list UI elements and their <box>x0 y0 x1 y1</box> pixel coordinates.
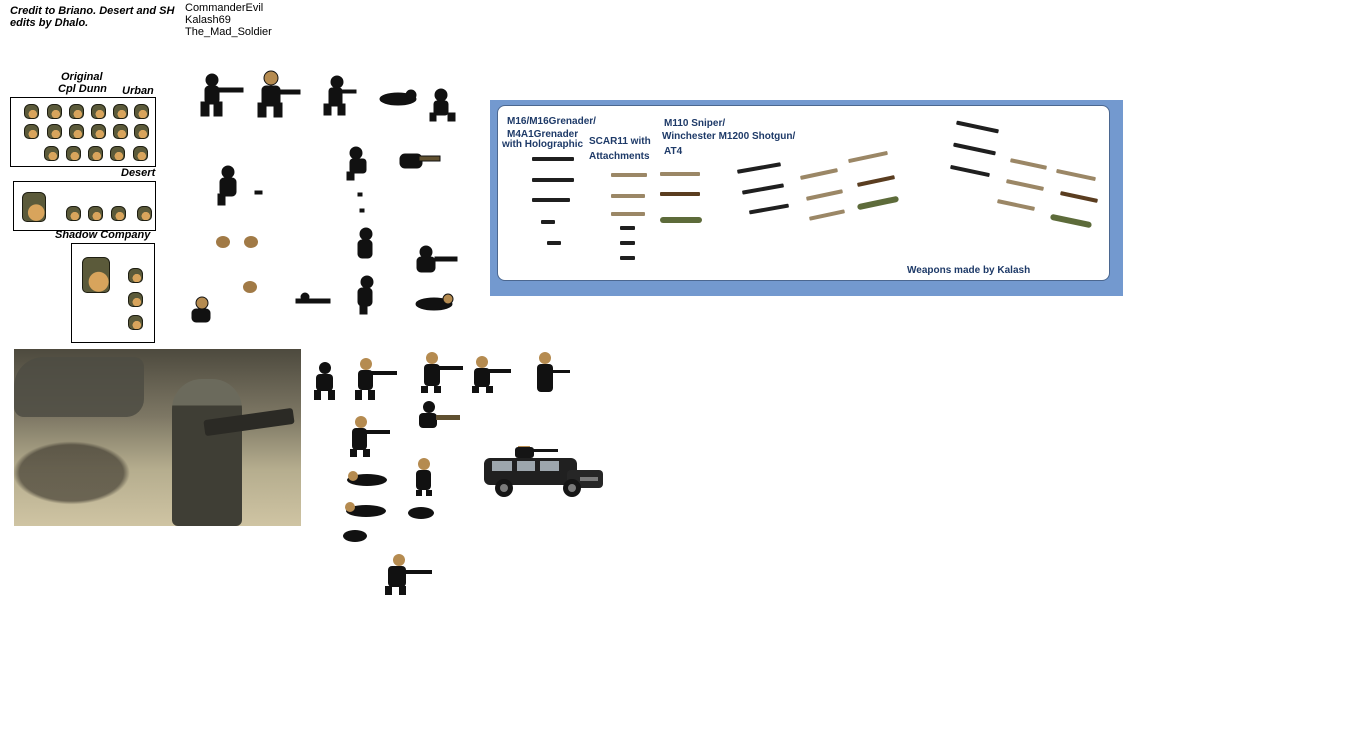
helmet-head-sprite <box>69 104 84 119</box>
helmet-head-sprite <box>44 146 59 161</box>
helmet-head-sprite <box>133 146 148 161</box>
helmet-head-sprite <box>110 146 125 161</box>
helmet-head-sprite <box>134 124 149 139</box>
helmet-head-sprite <box>113 124 128 139</box>
helmet-head-sprite <box>66 146 81 161</box>
weapon-sprite <box>799 168 839 180</box>
desert-head-sprite <box>111 206 126 221</box>
weapon-sprite <box>660 172 700 176</box>
desert-head-sprite <box>88 206 103 221</box>
soldier-photo <box>172 379 242 526</box>
weapon-sprite <box>953 142 996 156</box>
weapon-sprite <box>532 198 570 202</box>
helmet-head-sprite <box>113 104 128 119</box>
weapon-sprite <box>808 209 846 221</box>
weapon-label: SCAR11 with <box>589 136 651 147</box>
desert-head-sprite <box>137 206 152 221</box>
weapon-sprite <box>1059 191 1099 203</box>
weapon-sprite <box>1056 168 1096 182</box>
helmet-head-sprite <box>24 104 39 119</box>
helicopter-shape <box>14 357 144 417</box>
label-shadow-company: Shadow Company <box>55 229 151 241</box>
weapon-label: Attachments <box>589 151 650 162</box>
weapon-sprite <box>620 256 635 260</box>
label-desert: Desert <box>121 167 156 179</box>
contributors-list: CommanderEvil Kalash69 The_Mad_Soldier <box>185 2 272 38</box>
desert-large-head-sprite <box>22 192 46 222</box>
weapon-sprite <box>532 157 574 161</box>
weapon-label: M110 Sniper/ <box>664 118 726 129</box>
weapon-label: M4A1Grenader <box>507 129 579 140</box>
helmet-head-sprite <box>88 146 103 161</box>
weapon-sprite <box>1049 213 1093 229</box>
helmet-head-sprite <box>47 124 62 139</box>
weapon-sprite <box>620 241 635 245</box>
weapon-sprite <box>532 178 574 182</box>
helmet-head-sprite <box>134 104 149 119</box>
soldier-sprite-sheet <box>191 70 458 323</box>
weapon-sprite <box>805 189 844 201</box>
armored-suv-sprite <box>484 446 603 497</box>
weapons-credit: Weapons made by Kalash <box>907 265 1031 276</box>
weapon-sprite <box>620 226 635 230</box>
weapon-label: M16/M16Grenader/ <box>507 116 596 127</box>
weapon-sprite <box>736 162 782 174</box>
weapon-label: Winchester M1200 Shotgun/ <box>662 131 796 142</box>
shadow-company-large-head-sprite <box>82 257 110 293</box>
weapon-sprite <box>547 241 561 245</box>
desert-head-sprite <box>66 206 81 221</box>
reference-photo <box>14 349 301 526</box>
weapon-sprite <box>856 175 896 187</box>
weapon-sprite <box>748 203 790 215</box>
helmet-head-sprite <box>91 104 106 119</box>
helmet-head-sprite <box>69 124 84 139</box>
contributor-name: CommanderEvil <box>185 2 264 14</box>
weapon-sprite <box>611 173 647 177</box>
label-original: Original <box>61 71 103 83</box>
weapon-sprite <box>1005 179 1045 191</box>
weapons-panel: M16/M16Grenader/ M4A1Grenader with Holog… <box>490 100 1123 296</box>
shadow-company-head-sprite <box>128 268 143 283</box>
contributor-name: The_Mad_Soldier <box>185 26 272 38</box>
helmet-head-sprite <box>91 124 106 139</box>
weapon-sprite <box>950 164 990 178</box>
weapon-sprite <box>741 183 785 195</box>
weapon-sprite <box>848 150 888 164</box>
contributor-name: Kalash69 <box>185 14 231 26</box>
helmet-head-sprite <box>47 104 62 119</box>
weapon-label: with Holographic <box>502 139 584 150</box>
helmet-head-sprite <box>24 124 39 139</box>
weapon-sprite <box>1009 158 1048 170</box>
weapon-sprite <box>956 120 999 134</box>
weapon-sprite <box>541 220 555 224</box>
weapon-sprite <box>660 217 702 223</box>
shadow-company-sprite-sheet <box>314 352 570 595</box>
label-urban: Urban <box>122 85 154 97</box>
weapon-label: AT4 <box>664 146 683 157</box>
weapon-sprite <box>611 194 645 198</box>
credit-text: Credit to Briano. Desert and SH edits by… <box>10 5 175 29</box>
weapon-sprite <box>611 212 645 216</box>
weapon-sprite <box>660 192 700 196</box>
shadow-company-head-sprite <box>128 315 143 330</box>
weapons-panel-inner: M16/M16Grenader/ M4A1Grenader with Holog… <box>497 105 1110 281</box>
weapon-sprite <box>996 199 1036 211</box>
label-cpl-dunn: Cpl Dunn <box>58 83 107 95</box>
weapon-sprite <box>856 195 900 211</box>
shadow-company-head-sprite <box>128 292 143 307</box>
